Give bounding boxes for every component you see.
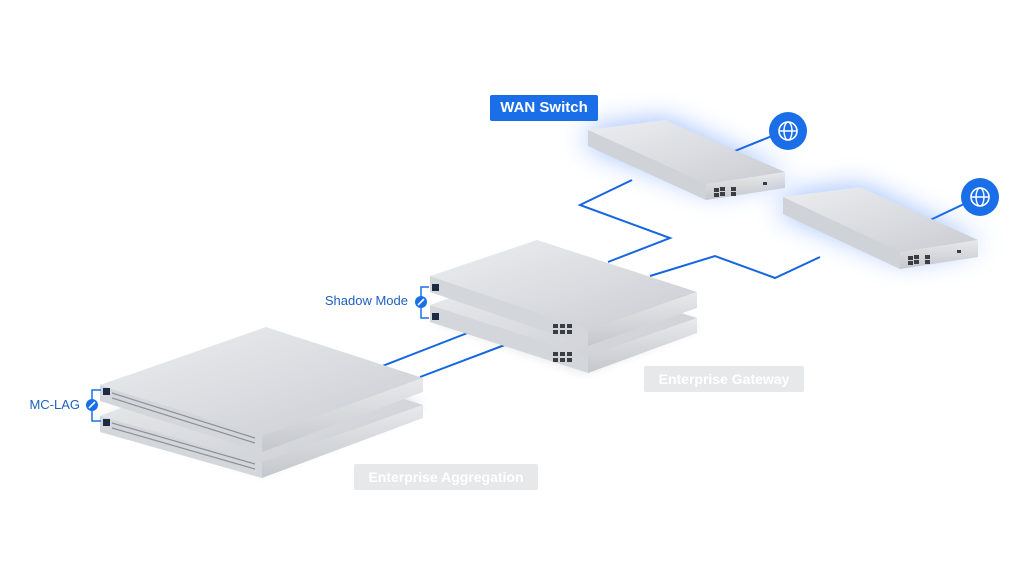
aggregation-unit-upper bbox=[100, 327, 423, 452]
wan-switch-1-ports bbox=[714, 182, 767, 197]
globe-icon bbox=[961, 178, 999, 216]
wan-switch-1-front bbox=[706, 172, 785, 200]
link-aggregation-gateway-2 bbox=[419, 342, 511, 378]
link-wan2-internet bbox=[925, 203, 965, 223]
enterprise-gateway[interactable] bbox=[430, 240, 700, 373]
wan-switch-1-side bbox=[588, 130, 706, 200]
wan-switch-1[interactable] bbox=[588, 120, 787, 200]
wan-switch-label: WAN Switch bbox=[490, 95, 598, 121]
link-aggregation-gateway-1 bbox=[379, 331, 471, 368]
wan-switch-2-top bbox=[783, 187, 978, 252]
enterprise-aggregation[interactable] bbox=[100, 327, 425, 478]
link-icon bbox=[415, 296, 427, 308]
link-icon bbox=[86, 399, 98, 411]
wan-switch-1-top bbox=[588, 120, 785, 184]
enterprise-gateway-label: Enterprise Gateway bbox=[644, 366, 804, 392]
link-wan2-gateway bbox=[649, 254, 821, 280]
wan-switch-2-ports bbox=[908, 250, 961, 265]
globe-icon bbox=[769, 112, 807, 150]
wan-switch-2[interactable] bbox=[783, 187, 982, 269]
shadow-mode-label: Shadow Mode bbox=[324, 293, 408, 308]
wan-switch-2-front bbox=[900, 240, 978, 269]
link-wan1-gateway bbox=[577, 179, 673, 263]
wan-switch-2-side bbox=[783, 197, 900, 269]
enterprise-aggregation-label: Enterprise Aggregation bbox=[354, 464, 538, 490]
gateway-unit-upper bbox=[430, 240, 697, 346]
mc-lag-label: MC-LAG bbox=[29, 397, 80, 412]
